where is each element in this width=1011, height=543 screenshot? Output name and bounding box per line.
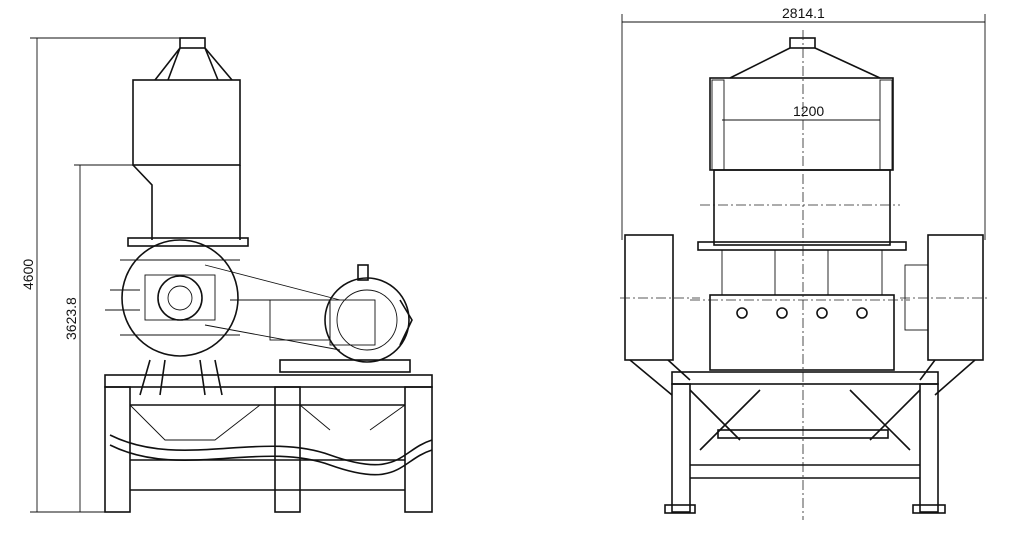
dimension-inlet-height: 3623.8 — [63, 164, 135, 512]
right-motor-box — [900, 234, 990, 396]
side-view: 4600 3623.8 — [20, 37, 433, 513]
dimension-overall-width: 2814.1 — [621, 5, 986, 240]
side-base-frame — [104, 374, 433, 513]
cutting-chamber — [690, 30, 910, 520]
front-view: 2814.1 1200 — [620, 5, 990, 520]
side-hopper — [127, 37, 249, 247]
dimension-overall-height: 4600 — [20, 37, 185, 513]
motor — [279, 264, 413, 373]
front-hopper: 1200 — [709, 37, 894, 171]
left-motor-box — [620, 234, 700, 396]
front-base-frame — [664, 371, 946, 514]
height-3623-label: 3623.8 — [63, 297, 79, 340]
drive-belt — [204, 264, 341, 351]
width-1200-label: 1200 — [793, 103, 824, 119]
height-4600-label: 4600 — [20, 259, 36, 290]
width-2814-label: 2814.1 — [782, 5, 825, 21]
rotor-housing — [105, 239, 240, 396]
